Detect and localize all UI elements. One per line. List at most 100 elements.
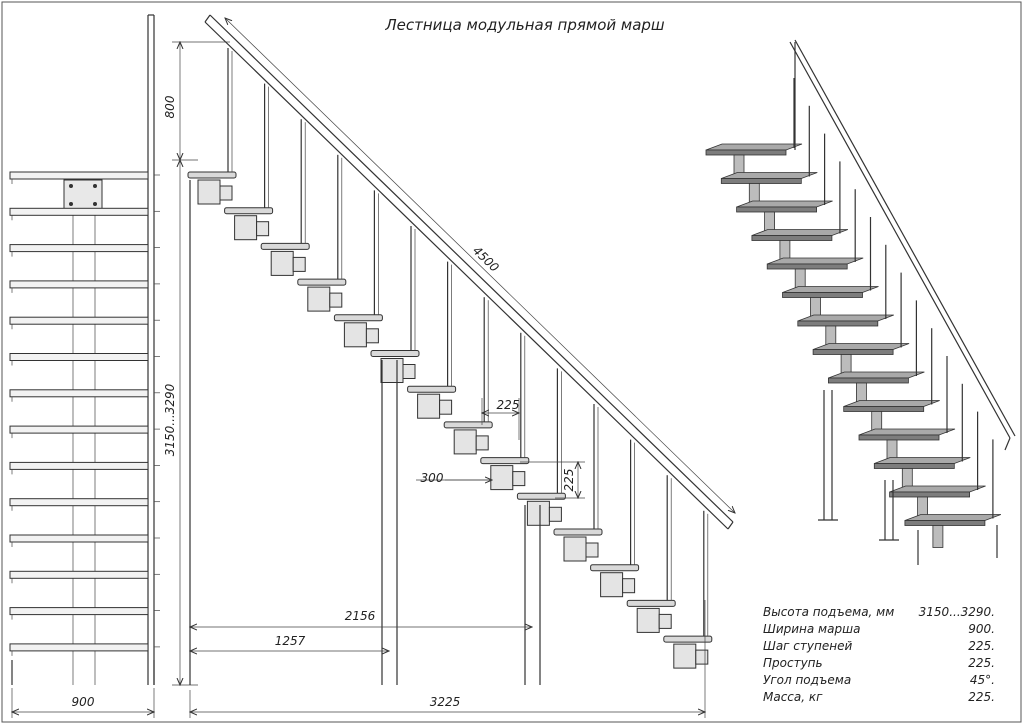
front-tread — [9, 461, 149, 470]
front-tread — [9, 389, 149, 398]
iso-tread-top — [797, 314, 894, 322]
front-tread — [9, 316, 149, 325]
dim-handrail-length: 4500 — [470, 243, 502, 275]
iso-handrail-end — [1004, 437, 1011, 451]
side-module-joint — [219, 185, 233, 201]
front-tread — [9, 607, 149, 616]
side-tread — [224, 207, 274, 215]
dim-handrail-height: 800 — [163, 95, 177, 118]
side-module — [343, 322, 367, 348]
iso-tread-front — [828, 377, 909, 384]
dim-front-width: 900 — [72, 695, 95, 709]
spec-value: 225. — [968, 656, 995, 670]
front-tread — [9, 534, 149, 543]
iso-tread-front — [797, 320, 879, 327]
bolt-icon — [93, 184, 97, 188]
side-module — [307, 286, 331, 312]
side-tread — [333, 314, 383, 322]
side-view: 800 3150...3290 4500 225 — [163, 14, 735, 718]
front-tread — [9, 280, 149, 289]
bolt-icon — [93, 202, 97, 206]
spec-value: 3150...3290. — [919, 605, 995, 619]
iso-tread-front — [843, 406, 925, 412]
iso-tread-top — [736, 200, 833, 208]
iso-tread-front — [720, 178, 802, 184]
spec-label: Угол подъема — [763, 673, 851, 687]
iso-tread-front — [873, 463, 955, 469]
dim-rise-range: 3150...3290 — [163, 383, 177, 456]
side-module — [636, 607, 660, 633]
iso-tread-top — [705, 143, 803, 151]
side-tread — [443, 421, 493, 429]
spec-value: 225. — [968, 690, 995, 704]
iso-tread-top — [904, 514, 1002, 521]
spec-value: 225. — [968, 639, 995, 653]
dim-total-length: 3225 — [430, 695, 461, 709]
iso-tread-front — [889, 491, 970, 498]
dim-support-dist-1: 2156 — [345, 609, 376, 623]
side-module — [526, 500, 550, 526]
iso-tread-top — [721, 172, 818, 179]
spec-value: 45°. — [970, 673, 995, 687]
spec-label: Высота подъема, мм — [763, 605, 894, 619]
spec-label: Проступь — [763, 656, 823, 670]
iso-module — [932, 525, 944, 548]
side-module — [234, 215, 258, 241]
side-tread — [626, 599, 676, 607]
side-tread — [407, 385, 457, 393]
handrail-end — [727, 521, 734, 530]
side-module — [270, 250, 294, 276]
iso-tread-top — [828, 371, 925, 379]
dim-support-dist-2: 1257 — [275, 634, 306, 648]
front-tread — [9, 353, 149, 361]
side-module — [453, 429, 477, 455]
front-tread — [9, 244, 149, 253]
side-module-joint — [329, 292, 343, 308]
iso-tread-front — [766, 263, 848, 270]
front-tread — [9, 570, 149, 579]
side-module-joint — [622, 578, 636, 594]
side-tread — [297, 278, 347, 286]
iso-tread-front — [705, 149, 787, 156]
iso-tread-front — [782, 292, 863, 298]
side-tread — [370, 350, 420, 357]
side-tread — [516, 492, 566, 500]
side-tread — [260, 242, 310, 250]
dim-line-handrail-length — [225, 18, 735, 513]
dim-step-rise: 225 — [562, 469, 576, 492]
side-module-joint — [439, 399, 453, 415]
iso-tread-top — [874, 457, 971, 464]
bolt-icon — [69, 202, 73, 206]
side-module — [600, 572, 624, 598]
iso-tread-top — [812, 343, 910, 350]
iso-handrail-bottom — [794, 39, 1016, 437]
iso-tread-top — [858, 428, 956, 436]
bolt-icon — [69, 184, 73, 188]
side-module — [380, 358, 404, 383]
drawing-title: Лестница модульная прямой марш — [384, 16, 665, 34]
side-module — [417, 393, 441, 419]
iso-tread-front — [904, 520, 986, 526]
iso-handrail-top — [789, 41, 1011, 439]
side-tread — [590, 564, 640, 572]
side-module-joint — [402, 364, 416, 379]
handrail-end — [204, 14, 211, 23]
side-module-joint — [365, 328, 379, 344]
side-tread — [480, 457, 530, 465]
iso-tread-top — [843, 400, 940, 407]
side-module — [197, 179, 221, 205]
iso-tread-top — [782, 286, 879, 293]
side-module — [490, 465, 514, 491]
side-tread — [187, 171, 237, 179]
front-view: 900 — [9, 14, 160, 718]
front-tread — [9, 171, 149, 180]
spec-label: Шаг ступеней — [763, 639, 852, 653]
iso-tread-front — [812, 349, 894, 355]
front-tread — [9, 425, 149, 434]
side-module-joint — [475, 435, 489, 451]
front-tread — [9, 498, 149, 507]
side-module — [563, 536, 587, 562]
iso-tread-top — [889, 485, 986, 493]
